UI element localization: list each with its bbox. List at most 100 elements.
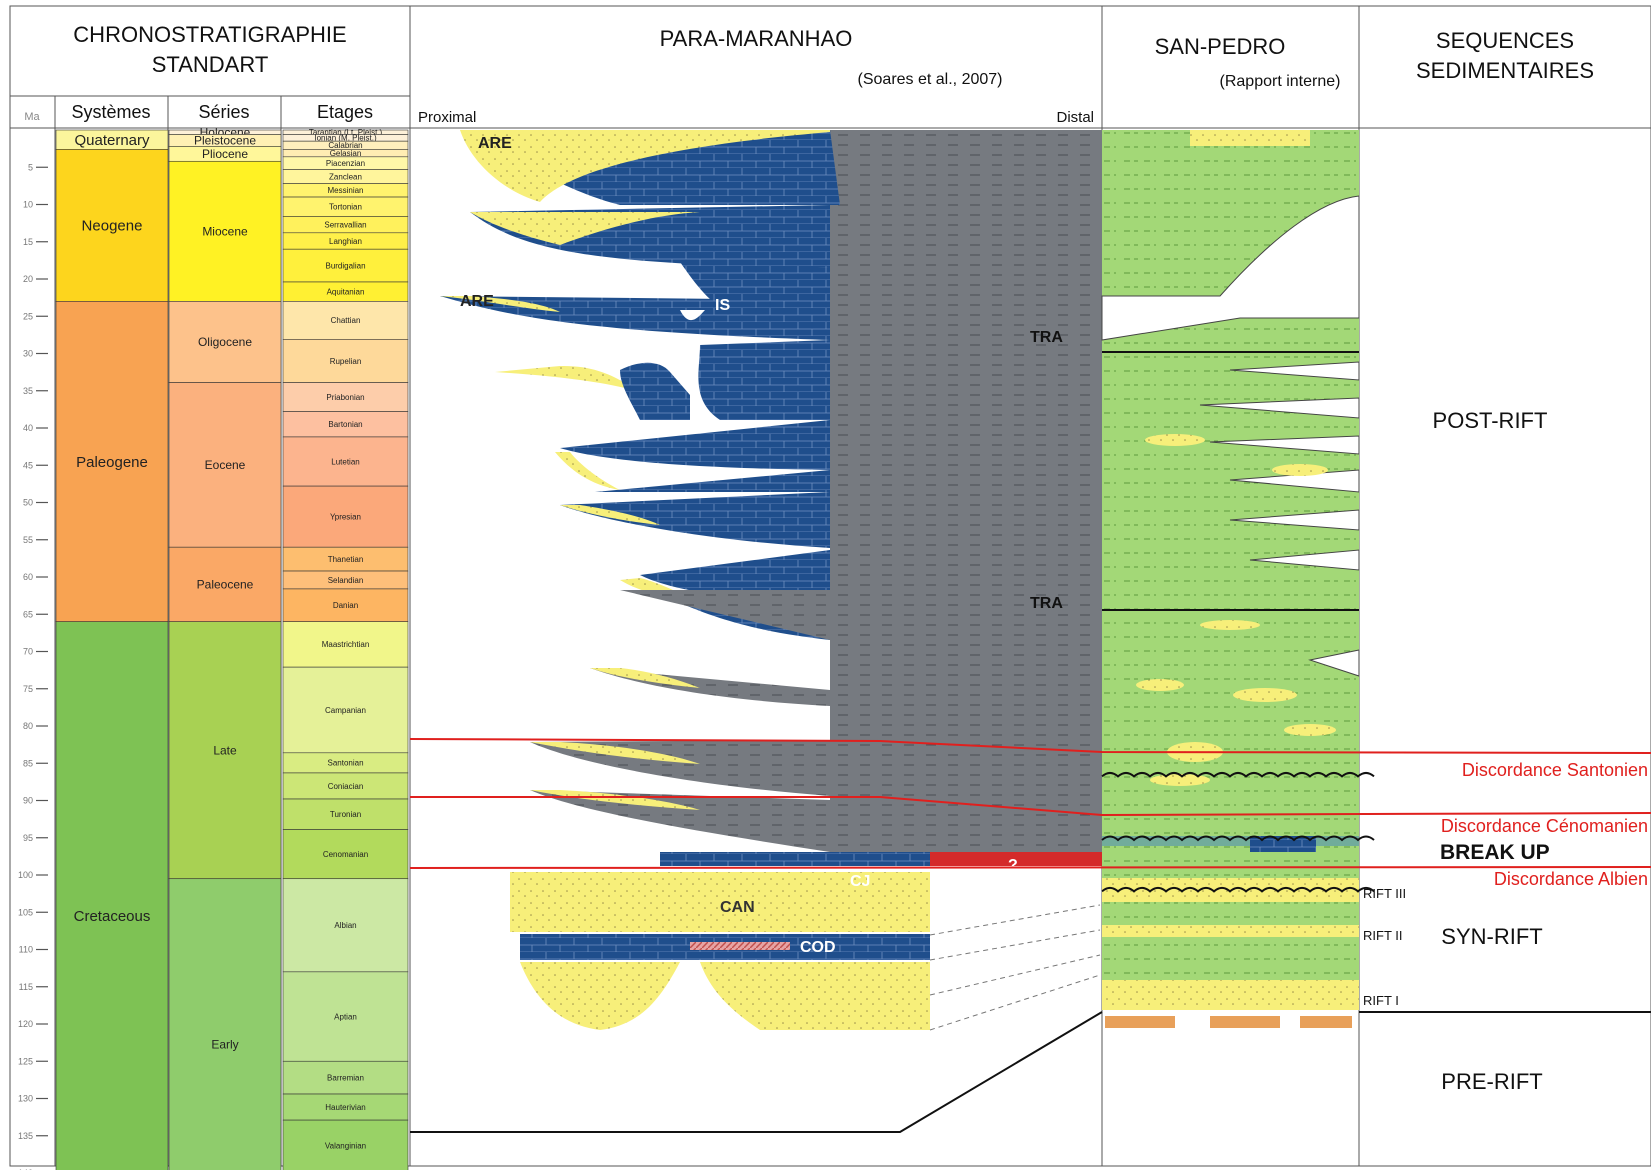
etages-header: Etages xyxy=(317,102,373,122)
ma-tick-label: 40 xyxy=(23,423,33,433)
ma-tick-label: 75 xyxy=(23,684,33,694)
unconformity-wavy-line xyxy=(1101,886,1375,893)
stage-label: Barremian xyxy=(327,1073,364,1082)
series-column: HolocenePleistocenePlioceneMioceneOligoc… xyxy=(168,125,282,1175)
stage-label: Priabonian xyxy=(326,393,364,402)
rift-iii-label: RIFT III xyxy=(1363,886,1406,901)
ma-tick-label: 105 xyxy=(18,907,33,917)
system-cell xyxy=(55,149,169,302)
rift-i-label: RIFT I xyxy=(1363,993,1399,1008)
stage-label: Messinian xyxy=(327,186,363,195)
san-pedro-section xyxy=(1101,130,1360,1028)
stage-label: Hauterivian xyxy=(325,1103,365,1112)
series-label: Pleistocene xyxy=(194,134,256,148)
series-label: Eocene xyxy=(205,458,246,472)
stage-label: Chattian xyxy=(331,316,361,325)
para-unit-labels: ARE ARE IS TRA TRA CJ ? CAN COD xyxy=(460,135,1063,956)
ma-tick-label: 45 xyxy=(23,460,33,470)
stage-label: Aquitanian xyxy=(327,287,365,296)
stage-label: Burdigalian xyxy=(325,261,365,270)
discordance-albien-label: Discordance Albien xyxy=(1494,869,1648,889)
discordance-cenomanien-label: Discordance Cénomanien xyxy=(1441,816,1648,836)
stage-cell xyxy=(282,339,409,383)
stage-cell xyxy=(282,382,409,412)
distal-label: Distal xyxy=(1056,109,1094,126)
para-label-tra-2: TRA xyxy=(1030,595,1063,612)
para-label-are-2: ARE xyxy=(460,293,494,310)
san-pedro-discordance-symbols xyxy=(1101,771,1375,893)
series-cell xyxy=(168,382,282,548)
stage-label: Tortonian xyxy=(329,203,362,212)
san-title: SAN-PEDRO xyxy=(1155,34,1286,59)
system-cell xyxy=(55,301,169,623)
stage-label: Selandian xyxy=(328,576,364,585)
stage-cell xyxy=(282,798,409,830)
ma-tick-label: 70 xyxy=(23,647,33,657)
series-cell xyxy=(168,160,282,302)
stage-label: Piacenzian xyxy=(326,159,365,168)
para-reference: (Soares et al., 2007) xyxy=(858,71,1003,88)
stage-label: Rupelian xyxy=(330,357,362,366)
post-rift-label: POST-RIFT xyxy=(1433,408,1548,433)
ma-tick-label: 115 xyxy=(19,982,33,992)
para-label-are-1: ARE xyxy=(478,135,512,152)
stage-label: Maastrichtian xyxy=(322,640,370,649)
ma-tick-label: 85 xyxy=(23,758,33,768)
ma-tick-label: 80 xyxy=(23,721,33,731)
stage-label: Langhian xyxy=(329,237,362,246)
stage-label: Bartonian xyxy=(328,420,362,429)
ma-tick-label: 15 xyxy=(23,237,33,247)
discordance-santonien-label: Discordance Santonien xyxy=(1462,760,1648,780)
basement-line xyxy=(410,1011,1103,1133)
system-label: Neogene xyxy=(82,218,143,235)
para-label-cj: CJ xyxy=(850,873,870,890)
sequence-labels: POST-RIFT SYN-RIFT PRE-RIFT BREAK UP RIF… xyxy=(1363,408,1648,1094)
ma-tick-label: 95 xyxy=(23,833,33,843)
stage-cell xyxy=(282,666,409,754)
rift-ii-label: RIFT II xyxy=(1363,928,1402,943)
unconformity-wavy-line xyxy=(1101,771,1375,778)
stage-cell xyxy=(282,772,409,800)
stage-cell xyxy=(282,621,409,668)
ma-axis: 5101520253035404550556065707580859095100… xyxy=(18,162,48,1175)
para-label-cod: COD xyxy=(800,939,836,956)
systemes-header: Systèmes xyxy=(71,102,150,122)
series-cell xyxy=(168,878,282,1175)
stage-cell xyxy=(282,878,409,973)
series-label: Paleocene xyxy=(197,578,254,592)
system-cell xyxy=(55,621,169,1175)
ma-tick-label: 60 xyxy=(23,572,33,582)
ma-tick-label: 10 xyxy=(23,200,33,210)
ma-tick-label: 100 xyxy=(18,870,33,880)
stage-label: Turonian xyxy=(330,810,361,819)
stage-label: Coniacian xyxy=(328,782,364,791)
stage-label: Ypresian xyxy=(330,512,361,521)
ma-tick-label: 20 xyxy=(23,274,33,284)
stage-label: Serravallian xyxy=(324,220,366,229)
discordance-cenomanien-line xyxy=(410,796,1651,817)
ma-tick-label: 120 xyxy=(18,1019,33,1029)
series-label: Oligocene xyxy=(198,335,252,349)
ma-tick-label: 25 xyxy=(23,311,33,321)
stage-cell xyxy=(282,971,409,1062)
break-up-label: BREAK UP xyxy=(1440,841,1550,864)
series-cell xyxy=(168,621,282,880)
seq-title-line2: SEDIMENTAIRES xyxy=(1416,58,1594,83)
stage-cell xyxy=(282,1060,409,1095)
stage-label: Valanginian xyxy=(325,1142,366,1151)
para-label-question: ? xyxy=(1008,857,1018,874)
ma-tick-label: 50 xyxy=(23,498,33,508)
system-label: Quaternary xyxy=(74,132,150,149)
system-label: Cretaceous xyxy=(74,908,151,925)
proximal-label: Proximal xyxy=(418,109,476,126)
stage-label: Santonian xyxy=(327,759,363,768)
stage-cell xyxy=(282,829,409,880)
syn-rift-label: SYN-RIFT xyxy=(1441,924,1542,949)
stage-cell xyxy=(282,1119,409,1172)
stage-label: Aptian xyxy=(334,1012,357,1021)
series-label: Pliocene xyxy=(202,147,248,161)
stage-cell xyxy=(282,485,409,548)
series-header: Séries xyxy=(198,102,249,122)
